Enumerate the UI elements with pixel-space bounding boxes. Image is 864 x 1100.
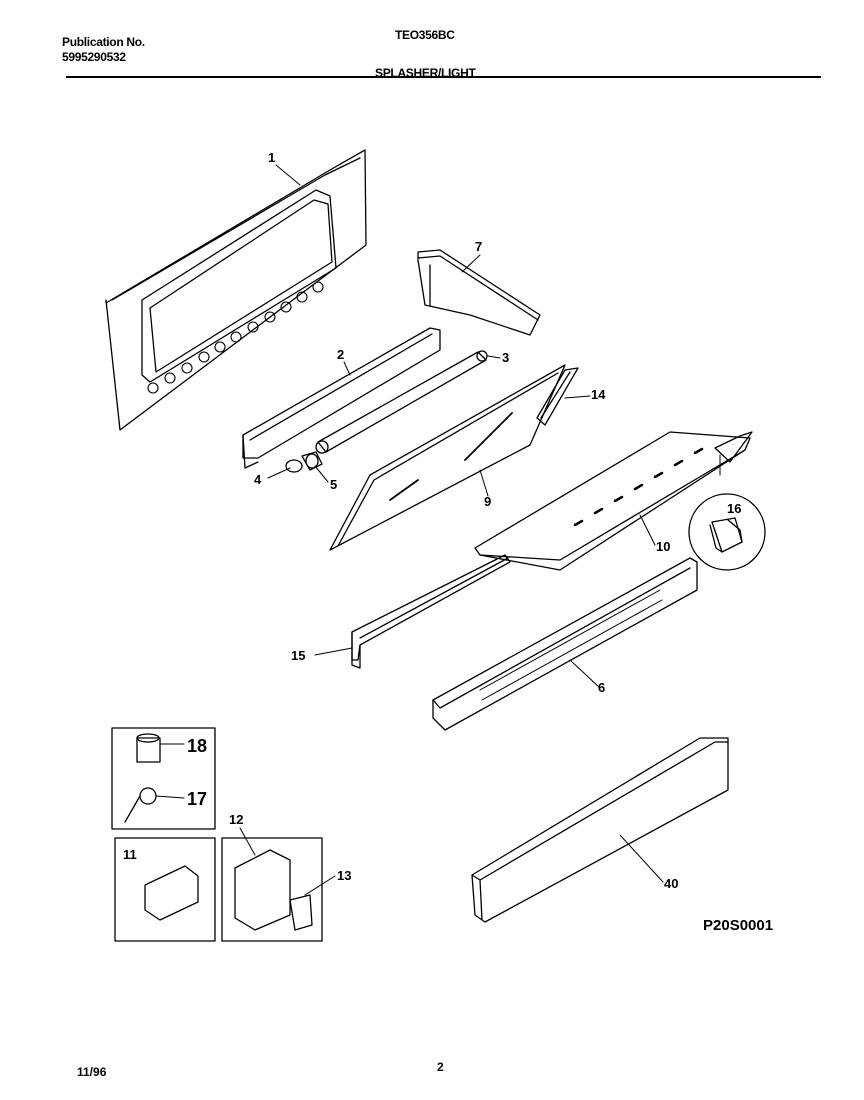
part-2-light-channel: [242, 327, 441, 469]
revision-date: 11/96: [77, 1065, 107, 1079]
callout-4: 4: [254, 472, 262, 487]
header-rule: [66, 76, 821, 78]
diagram-code: P20S0001: [703, 917, 774, 934]
callout-labels: 1 2 3 4 5 6 7 9 10 11 12 13 14 15 16 17 …: [123, 150, 741, 891]
part-15-trim-rail: [351, 554, 511, 669]
part-14-trim-strip: [536, 367, 579, 426]
publication-number: 5995290532: [62, 50, 126, 64]
detail-box-17-18: [111, 727, 216, 830]
page-number: 2: [437, 1060, 444, 1074]
callout-2: 2: [337, 347, 344, 362]
callout-10: 10: [656, 539, 670, 554]
callout-18: 18: [187, 736, 207, 756]
part-1-splasher-panel: [105, 149, 367, 431]
callout-7: 7: [475, 239, 482, 254]
callout-17: 17: [187, 789, 207, 809]
callout-13: 13: [337, 868, 351, 883]
part-3-fluorescent-tube: [315, 350, 488, 454]
part-7-bracket: [417, 249, 541, 336]
part-16-rocker-switch: [688, 493, 766, 571]
callout-12: 12: [229, 812, 243, 827]
part-5-lamp-socket: [301, 451, 323, 471]
part-4-lamp-cap: [285, 459, 303, 473]
callout-1: 1: [268, 150, 275, 165]
callout-14: 14: [591, 387, 606, 402]
callout-40: 40: [664, 876, 678, 891]
callout-6: 6: [598, 680, 605, 695]
part-9-glass-lens: [329, 364, 566, 551]
callout-leaders: [155, 164, 721, 896]
detail-box-12-13: [221, 837, 323, 942]
publication-label: Publication No.: [62, 35, 145, 49]
part-6-vent-panel: [432, 557, 698, 731]
callout-5: 5: [330, 477, 337, 492]
part-40-front-trim: [471, 737, 729, 923]
callout-11: 11: [123, 847, 137, 862]
callout-9: 9: [484, 494, 491, 509]
callout-3: 3: [502, 350, 509, 365]
model-number: TEO356BC: [395, 28, 455, 42]
callout-16: 16: [727, 501, 741, 516]
detail-box-11: [114, 837, 216, 942]
callout-15: 15: [291, 648, 305, 663]
